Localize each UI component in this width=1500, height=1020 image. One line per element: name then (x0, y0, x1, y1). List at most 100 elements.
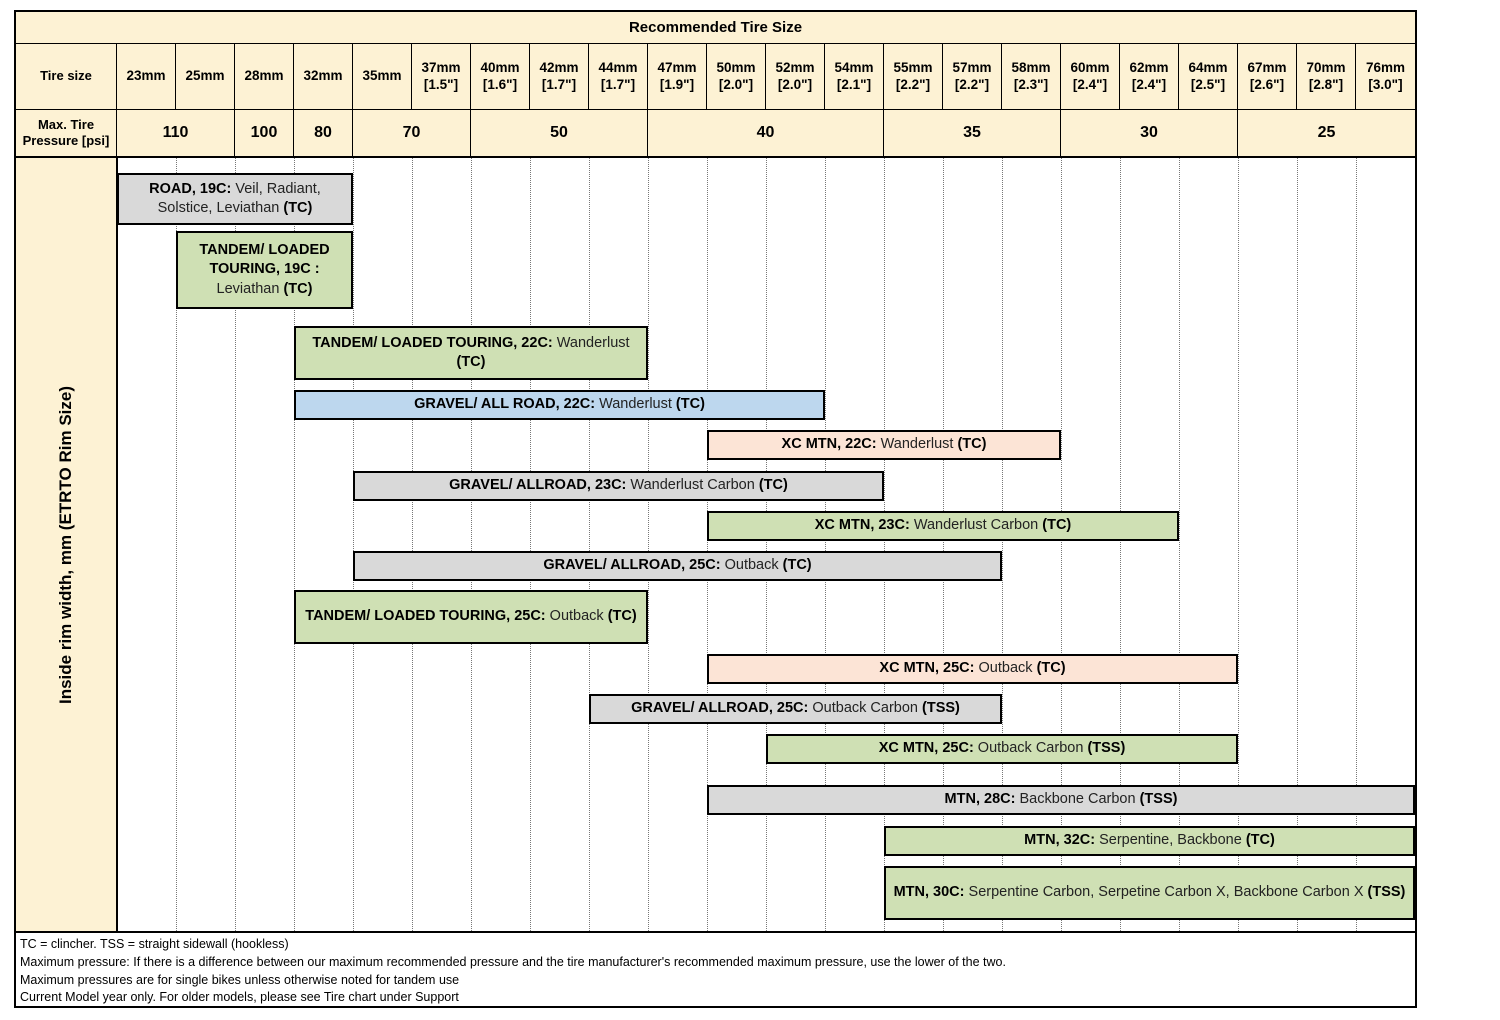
max-pressure-row-label: Max. Tire Pressure [psi] (16, 110, 117, 156)
max-pressure-value-30: 30 (1061, 110, 1238, 156)
tire-size-inch: [2.6"] (1249, 76, 1285, 92)
bar-tandem-touring-22c: TANDEM/ LOADED TOURING, 22C: Wanderlust … (294, 326, 648, 380)
tire-size-mm: 40mm (480, 60, 520, 76)
grid-line (1002, 158, 1003, 931)
max-pressure-value-70: 70 (353, 110, 471, 156)
tire-size-col-28mm: 28mm (235, 44, 294, 109)
tire-size-col-54mm: 54mm[2.1"] (825, 44, 884, 109)
y-axis-label: Inside rim width, mm (ETRTO Rim Size) (56, 385, 76, 704)
tire-size-mm: 52mm (775, 60, 815, 76)
tire-size-inch: [1.7"] (600, 76, 636, 92)
tire-size-inch: [2.2"] (954, 76, 990, 92)
tire-size-col-25mm: 25mm (176, 44, 235, 109)
chart-frame (14, 10, 1417, 1008)
bar-gravel-allroad-25c: GRAVEL/ ALLROAD, 25C: Outback (TC) (353, 551, 1002, 581)
tire-size-mm: 50mm (716, 60, 756, 76)
bar-label: TANDEM/ LOADED TOURING, 25C: Outback (TC… (305, 608, 637, 625)
tire-size-inch: [1.9"] (659, 76, 695, 92)
bar-label: XC MTN, 23C: Wanderlust Carbon (TC) (814, 517, 1072, 534)
grid-line (943, 158, 944, 931)
tire-size-mm: 54mm (834, 60, 874, 76)
tire-size-col-32mm: 32mm (294, 44, 353, 109)
max-pressure-value-25: 25 (1317, 124, 1336, 141)
tire-size-col-23mm: 23mm (117, 44, 176, 109)
tire-size-inch: [2.0"] (777, 76, 813, 92)
tire-size-inch: [1.7"] (541, 76, 577, 92)
max-pressure-value-50: 50 (471, 110, 648, 156)
grid-line (707, 158, 708, 931)
grid-line (1356, 158, 1357, 931)
bar-label: GRAVEL/ ALL ROAD, 22C: Wanderlust (TC) (414, 396, 705, 413)
tire-size-col-60mm: 60mm[2.4"] (1061, 44, 1120, 109)
tire-size-inch: [2.2"] (895, 76, 931, 92)
bar-label: XC MTN, 25C: Outback (TC) (879, 660, 1066, 677)
bar-xc-mtn-25c-carbon: XC MTN, 25C: Outback Carbon (TSS) (766, 734, 1238, 764)
grid-line (1238, 158, 1239, 931)
tire-size-inch: [3.0"] (1368, 76, 1403, 92)
grid-line (353, 158, 354, 931)
bar-gravel-allroad-25c-carbon: GRAVEL/ ALLROAD, 25C: Outback Carbon (TS… (589, 694, 1002, 724)
tire-size-row-label: Tire size (16, 44, 117, 109)
chart-title: Recommended Tire Size (16, 12, 1415, 44)
tire-size-mm: 44mm (598, 60, 638, 76)
tire-size-inch: [2.4"] (1072, 76, 1108, 92)
tire-size-col-62mm: 62mm[2.4"] (1120, 44, 1179, 109)
tire-size-mm: 55mm (893, 60, 933, 76)
grid-line (294, 158, 295, 931)
grid-line (766, 158, 767, 931)
max-pressure-value-100: 100 (235, 110, 294, 156)
tire-size-inch: [1.5"] (423, 76, 459, 92)
footnotes: TC = clincher. TSS = straight sidewall (… (16, 933, 1415, 1006)
tire-size-col-76mm: 76mm[3.0"] (1356, 44, 1415, 109)
bar-label: GRAVEL/ ALLROAD, 25C: Outback (TC) (543, 557, 812, 574)
bars-plot-area: Inside rim width, mm (ETRTO Rim Size) RO… (16, 158, 1415, 933)
bar-mtn-30c: MTN, 30C: Serpentine Carbon, Serpetine C… (884, 866, 1415, 920)
tire-size-mm: 57mm (952, 60, 992, 76)
grid-line (117, 158, 118, 931)
tire-size-mm: 32mm (303, 68, 343, 84)
bar-road-19c: ROAD, 19C: Veil, Radiant, Solstice, Levi… (117, 173, 353, 225)
tire-size-inch: [2.4"] (1131, 76, 1167, 92)
grid-line (589, 158, 590, 931)
grid-line (1297, 158, 1298, 931)
tire-size-inch: [2.8"] (1308, 76, 1344, 92)
bar-label: XC MTN, 25C: Outback Carbon (TSS) (878, 740, 1126, 757)
tire-size-inch: [2.3"] (1013, 76, 1049, 92)
grid-line (235, 158, 236, 931)
tire-size-inch: [2.0"] (718, 76, 754, 92)
bar-xc-mtn-23c: XC MTN, 23C: Wanderlust Carbon (TC) (707, 511, 1179, 541)
tire-size-mm: 70mm (1306, 60, 1346, 76)
tire-size-mm: 76mm (1365, 60, 1406, 76)
grid-line (176, 158, 177, 931)
tire-size-col-42mm: 42mm[1.7"] (530, 44, 589, 109)
bar-xc-mtn-22c: XC MTN, 22C: Wanderlust (TC) (707, 430, 1061, 460)
footnote-3: Maximum pressures are for single bikes u… (20, 972, 460, 987)
tire-size-col-52mm: 52mm[2.0"] (766, 44, 825, 109)
tire-size-mm: 42mm (539, 60, 579, 76)
bar-label: TANDEM/ LOADED TOURING, 19C : Leviathan … (199, 242, 330, 297)
tire-size-inch: [2.1"] (836, 76, 872, 92)
max-pressure-value-110: 110 (117, 110, 235, 156)
tire-size-mm: 35mm (362, 68, 402, 84)
max-pressure-value-80: 80 (294, 110, 353, 156)
footnote-4: Current Model year only. For older model… (20, 990, 459, 1005)
tire-size-col-50mm: 50mm[2.0"] (707, 44, 766, 109)
tire-size-col-64mm: 64mm[2.5"] (1179, 44, 1238, 109)
tire-size-col-44mm: 44mm[1.7"] (589, 44, 648, 109)
grid-line (884, 158, 885, 931)
bar-label: XC MTN, 22C: Wanderlust (TC) (781, 436, 987, 453)
tire-size-col-40mm: 40mm[1.6"] (471, 44, 530, 109)
bar-mtn-32c: MTN, 32C: Serpentine, Backbone (TC) (884, 826, 1415, 856)
bar-label: GRAVEL/ ALLROAD, 25C: Outback Carbon (TS… (631, 700, 960, 717)
footnote-2: Maximum pressure: If there is a differen… (20, 954, 1006, 969)
tire-size-mm: 37mm (421, 60, 461, 76)
tire-size-col-35mm: 35mm (353, 44, 412, 109)
tire-size-col-37mm: 37mm[1.5"] (412, 44, 471, 109)
grid-line (825, 158, 826, 931)
max-pressure-value-35: 35 (884, 110, 1061, 156)
tire-size-mm: 67mm (1247, 60, 1287, 76)
bar-label: ROAD, 19C: Veil, Radiant, Solstice, Levi… (149, 180, 321, 216)
